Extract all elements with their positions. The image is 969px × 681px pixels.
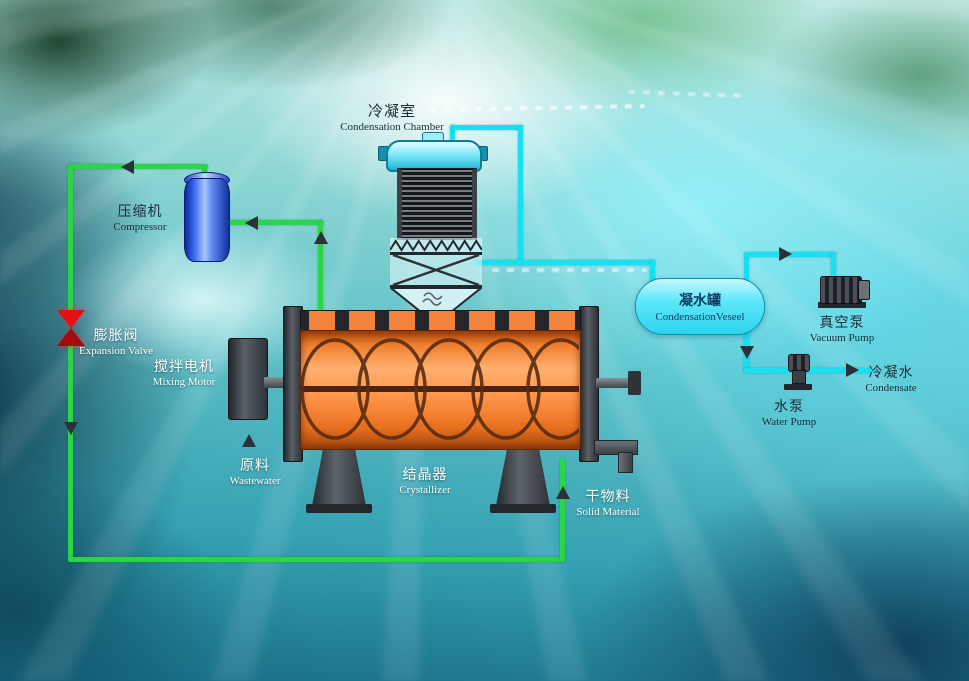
crystallizer-top-covers bbox=[300, 310, 581, 332]
flow-arrow-right-icon bbox=[846, 363, 859, 377]
pipe-green-left-upper bbox=[68, 164, 73, 314]
agitator-shaft-end bbox=[596, 378, 632, 388]
flow-arrow-down-icon bbox=[64, 422, 78, 435]
pipe-cyan-vacuum-drop bbox=[831, 252, 836, 278]
condensation-chamber-en: Condensation Chamber bbox=[340, 121, 444, 134]
mixing-motor bbox=[228, 338, 268, 420]
shaft-bearing bbox=[628, 371, 641, 395]
agitator-screw bbox=[300, 338, 579, 440]
vacuum-pump bbox=[820, 276, 862, 304]
condensate-label: 冷凝水 Condensate bbox=[853, 366, 929, 395]
pipe-cyan-chamber-top bbox=[450, 125, 455, 142]
pipe-green-left-lower bbox=[68, 340, 73, 562]
expansion-valve-icon bbox=[57, 328, 85, 346]
pipe-cyan-top-run bbox=[450, 125, 523, 130]
vacuum-pump-endcap bbox=[858, 280, 870, 300]
pipe-cyan-vessel-vent bbox=[744, 254, 749, 282]
water-pump-column bbox=[792, 370, 806, 384]
crystallizer-label: 结晶器 Crystallizer bbox=[385, 468, 465, 497]
pipe-green-compressor-return bbox=[227, 220, 323, 225]
pipe-green-riser-left bbox=[318, 220, 323, 312]
chamber-x-brace bbox=[390, 252, 482, 288]
compressor bbox=[184, 178, 230, 262]
crystallizer-leg bbox=[496, 450, 550, 506]
solid-material-zh: 干物料 bbox=[585, 490, 631, 505]
condensation-chamber-fin-stack bbox=[397, 168, 477, 240]
expansion-valve-zh: 膨胀阀 bbox=[93, 329, 139, 344]
condensation-vessel: 凝水罐 CondensationVeseel bbox=[635, 278, 765, 335]
mixing-motor-zh: 搅拌电机 bbox=[154, 360, 214, 375]
expansion-valve-label: 膨胀阀 Expansion Valve bbox=[74, 329, 158, 358]
pipe-cyan-condensate-out bbox=[806, 368, 872, 373]
compressor-label: 压缩机 Compressor bbox=[103, 205, 177, 234]
crystallizer-foot bbox=[306, 504, 372, 513]
vacuum-pump-label: 真空泵 Vacuum Pump bbox=[804, 316, 880, 345]
solid-material-en: Solid Material bbox=[576, 506, 640, 519]
condensation-chamber-zh: 冷凝室 bbox=[367, 104, 416, 120]
condensate-zh: 冷凝水 bbox=[868, 366, 914, 381]
flow-arrow-left-icon bbox=[121, 160, 134, 174]
flow-arrow-up-icon bbox=[314, 231, 328, 244]
pipe-green-bottom-run bbox=[68, 557, 565, 562]
pipe-cyan-to-water-pump bbox=[744, 368, 792, 373]
crystallizer-en: Crystallizer bbox=[399, 484, 451, 497]
feed-arrow-up-icon bbox=[242, 434, 256, 447]
condensation-vessel-label-en: CondensationVeseel bbox=[655, 311, 745, 323]
water-pump-en: Water Pump bbox=[761, 416, 817, 429]
vacuum-pump-zh: 真空泵 bbox=[819, 316, 865, 331]
pipe-cyan-downcomer bbox=[518, 125, 523, 265]
water-pump-base bbox=[784, 384, 812, 390]
solids-discharge-outlet bbox=[618, 452, 633, 473]
expansion-valve-en: Expansion Valve bbox=[78, 345, 154, 358]
compressor-zh: 压缩机 bbox=[117, 205, 163, 220]
wastewater-en: Wastewater bbox=[229, 475, 281, 488]
pipe-green-top-run bbox=[68, 164, 208, 169]
water-pump-label: 水泵 Water Pump bbox=[751, 400, 827, 429]
wastewater-label: 原料 Wastewater bbox=[222, 459, 288, 488]
solid-material-label: 干物料 Solid Material bbox=[570, 490, 646, 519]
mixing-motor-en: Mixing Motor bbox=[152, 376, 216, 389]
flow-arrow-up-icon bbox=[556, 486, 570, 499]
expansion-valve-icon bbox=[57, 310, 85, 328]
vacuum-pump-base bbox=[818, 302, 866, 308]
motor-shaft bbox=[264, 377, 288, 388]
crystallizer-leg bbox=[312, 450, 366, 506]
pipe-cyan-vessel-inlet bbox=[650, 260, 655, 284]
steam-wave-icon bbox=[422, 292, 443, 306]
pipe-cyan-to-vessel bbox=[474, 260, 655, 265]
flow-arrow-left-icon bbox=[245, 216, 258, 230]
condensation-vessel-label-zh: 凝水罐 bbox=[679, 294, 721, 309]
flow-arrow-down-icon bbox=[740, 346, 754, 359]
water-pump-zh: 水泵 bbox=[774, 400, 804, 415]
flow-arrow-right-icon bbox=[779, 247, 792, 261]
compressor-en: Compressor bbox=[113, 221, 167, 234]
chamber-zigzag-plate bbox=[390, 238, 482, 252]
vacuum-pump-en: Vacuum Pump bbox=[809, 332, 875, 345]
solids-discharge-chute bbox=[594, 440, 638, 455]
wastewater-zh: 原料 bbox=[240, 459, 270, 474]
mixing-motor-label: 搅拌电机 Mixing Motor bbox=[146, 360, 222, 389]
crystallizer-zh: 结晶器 bbox=[402, 468, 448, 483]
pipe-green-riser-right bbox=[560, 458, 565, 562]
condensation-chamber-label: 冷凝室 Condensation Chamber bbox=[327, 104, 457, 134]
crystallizer-foot bbox=[490, 504, 556, 513]
condensate-en: Condensate bbox=[865, 382, 917, 395]
sparkle-trail bbox=[492, 268, 647, 272]
